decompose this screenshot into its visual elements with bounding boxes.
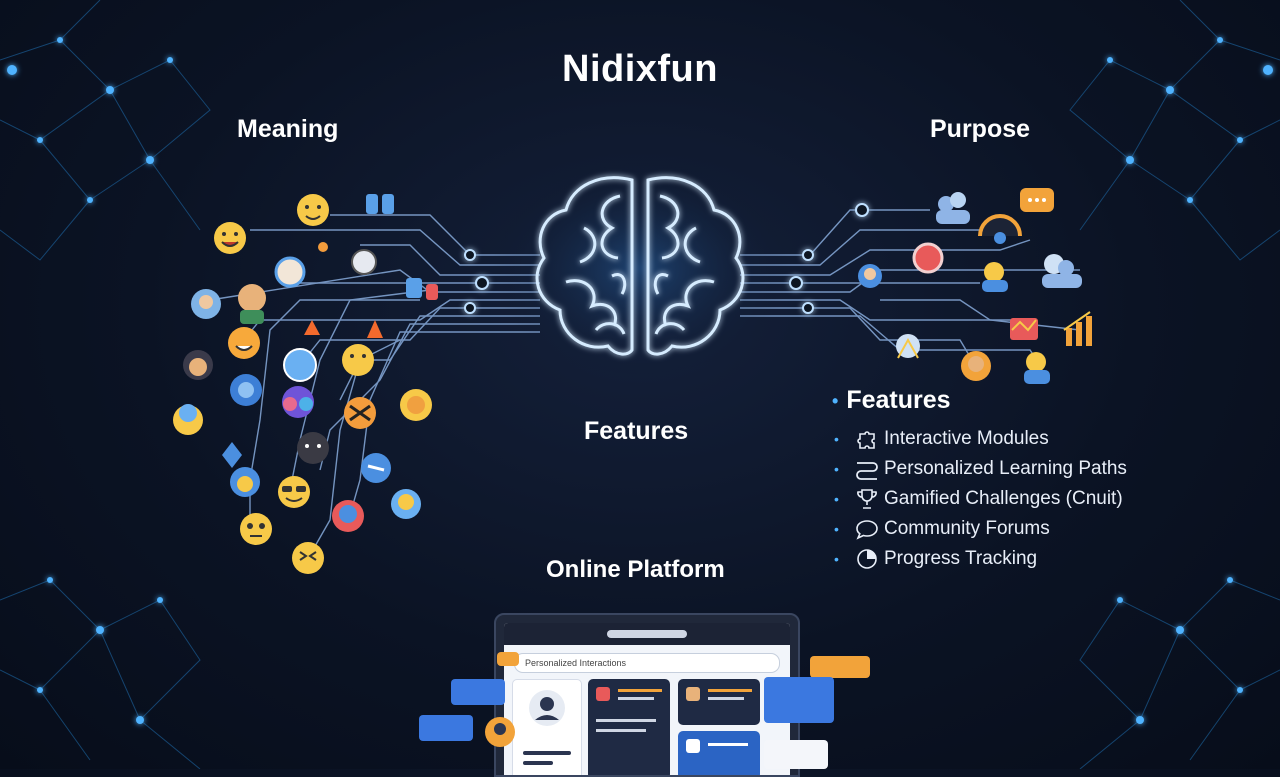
chat-bubble [764,677,834,723]
bullet-icon: • [832,390,839,411]
feature-item: • Personalized Learning Paths [834,458,1127,480]
trophy-icon [850,488,884,510]
purpose-label: Purpose [930,115,1031,143]
feature-item: • Gamified Challenges (Cnuit) [834,488,1123,510]
platform-laptop: Personalized Interactions [494,613,800,777]
purpose-icon-cluster [858,188,1092,384]
feature-item: • Community Forums [834,518,1050,540]
platform-screen: Personalized Interactions [504,623,790,775]
chat-bubble [497,652,519,666]
meaning-label: Meaning [237,115,339,143]
avatar-icon [485,717,515,747]
bullet-icon: • [834,461,839,477]
feature-item: • Interactive Modules [834,428,1049,450]
page-title: Nidixfun [562,48,718,90]
bullet-icon: • [834,431,839,447]
chat-bubble [451,679,505,705]
address-bar [607,630,687,638]
emoji-icon [173,194,438,574]
meaning-emoji-cluster [173,194,438,574]
path-icon [850,458,884,480]
bullet-icon: • [834,551,839,567]
puzzle-icon [850,428,884,450]
chat-bubble [810,656,870,678]
profile-card[interactable] [512,679,582,775]
course-card[interactable] [678,679,760,725]
avatar [529,690,565,726]
course-card[interactable] [678,731,760,775]
chat-bubble [419,715,473,741]
brain-icon [535,176,745,356]
progress-icon [850,548,884,570]
features-center-label: Features [584,417,689,445]
features-heading: •Features [832,386,951,414]
features-list: • Interactive Modules • Personalized Lea… [834,424,1127,574]
bullet-icon: • [834,521,839,537]
chat-bubble [764,740,828,769]
online-platform-label: Online Platform [546,556,725,583]
platform-search-input[interactable]: Personalized Interactions [514,653,780,673]
feature-item: • Progress Tracking [834,548,1038,570]
chat-icon [850,518,884,540]
bullet-icon: • [834,491,839,507]
platform-topbar [504,623,790,645]
people-icon [858,188,1092,384]
course-card[interactable] [588,679,670,775]
